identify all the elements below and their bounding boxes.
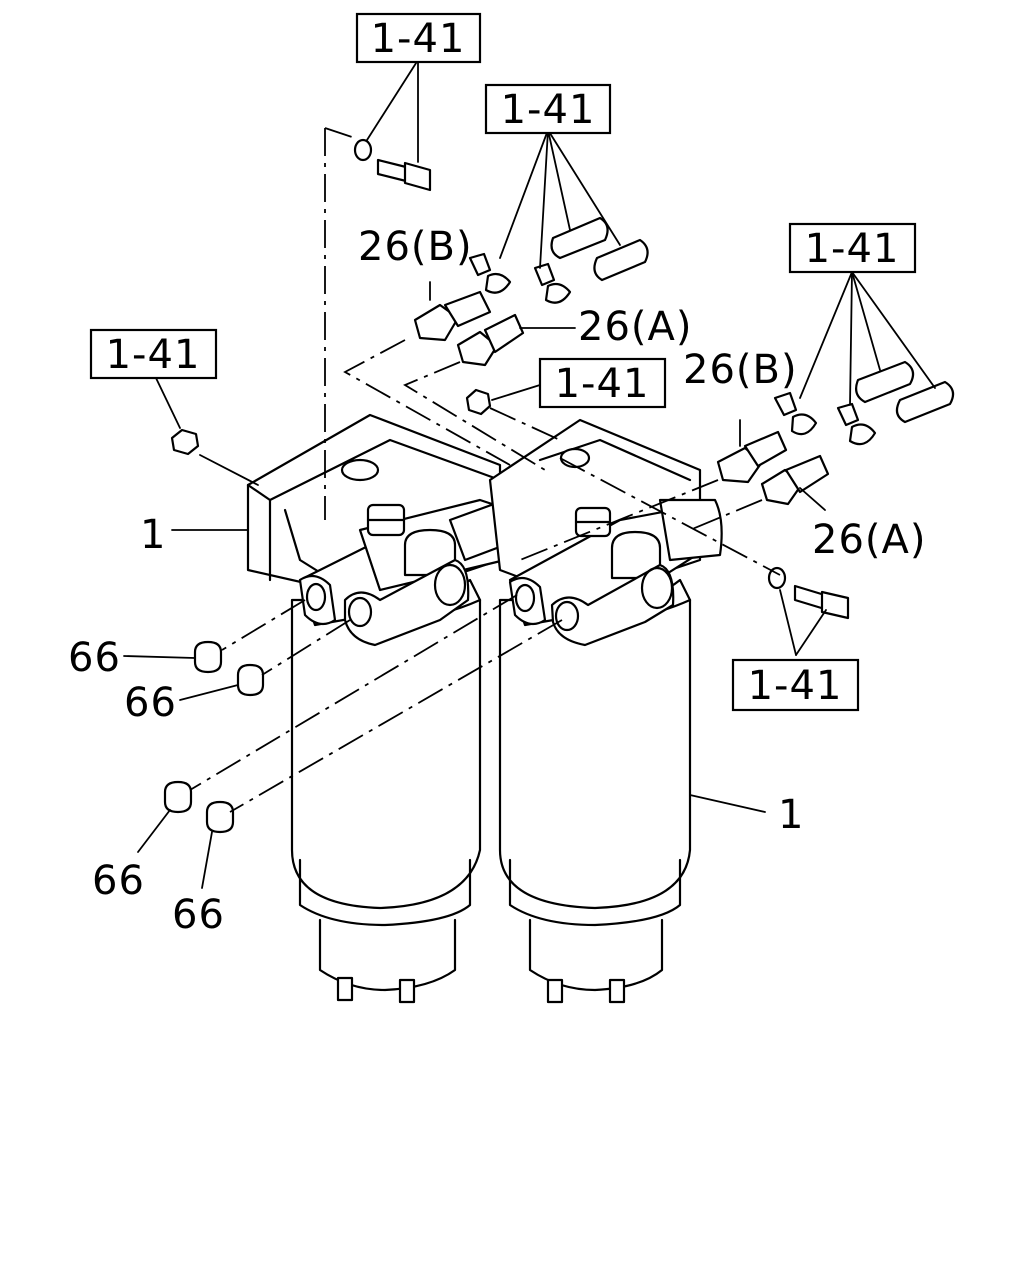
- callout-ref-right-lower-label: 1-41: [748, 663, 843, 709]
- callout-ref-center-label: 1-41: [555, 361, 650, 407]
- label-plug-4: 66: [172, 892, 225, 938]
- callout-ref-top-label: 1-41: [371, 16, 466, 62]
- label-fitting-a-left: 26(A): [578, 304, 692, 350]
- callout-ref-center[interactable]: 1-41: [538, 357, 667, 409]
- callout-ref-right-lower[interactable]: 1-41: [731, 658, 860, 712]
- callout-ref-top[interactable]: 1-41: [355, 12, 482, 64]
- label-filter-left: 1: [140, 512, 166, 558]
- callout-ref-right-upper-label: 1-41: [805, 226, 900, 272]
- leader-lines: [123, 59, 936, 889]
- callout-ref-left[interactable]: 1-41: [89, 328, 218, 380]
- label-fitting-b-right: 26(B): [683, 347, 798, 393]
- right-filter-assembly: [488, 418, 723, 1004]
- hardware-parts: [163, 138, 955, 834]
- callout-ref-upper-mid-label: 1-41: [501, 87, 596, 133]
- callout-ref-upper-mid[interactable]: 1-41: [484, 83, 612, 135]
- center-lines: [189, 127, 781, 813]
- label-fitting-a-right: 26(A): [812, 517, 926, 563]
- callout-ref-left-label: 1-41: [106, 332, 201, 378]
- label-fitting-b-left: 26(B): [358, 224, 473, 270]
- left-filter-assembly: [246, 413, 520, 1004]
- label-plug-2: 66: [124, 680, 177, 726]
- callout-ref-right-upper[interactable]: 1-41: [788, 222, 917, 274]
- label-filter-right: 1: [778, 792, 804, 838]
- label-plug-1: 66: [68, 635, 121, 681]
- label-plug-3: 66: [92, 858, 145, 904]
